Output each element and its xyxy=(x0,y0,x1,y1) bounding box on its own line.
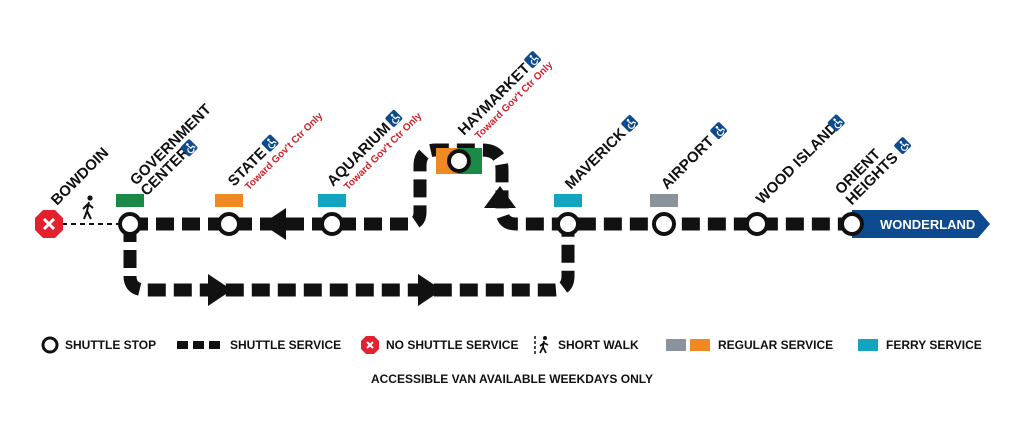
swatch-orange-icon xyxy=(690,339,710,351)
label-government-center: GOVERNMENT CENTER xyxy=(127,101,215,200)
airport-service-bar xyxy=(650,194,678,207)
legend-label: FERRY SERVICE xyxy=(886,338,982,352)
station-name: WOOD ISLAND xyxy=(753,119,842,208)
legend-label: NO SHUTTLE SERVICE xyxy=(386,338,519,352)
stop-government-center xyxy=(118,212,142,236)
label-bowdoin: BOWDOIN xyxy=(48,144,112,208)
station-name: BOWDOIN xyxy=(48,144,112,208)
accessible-icon xyxy=(619,113,640,134)
walk-icon xyxy=(82,195,94,220)
label-wood-island: WOOD ISLAND xyxy=(753,113,847,208)
label-orient-heights: ORIENT HEIGHTS xyxy=(832,135,913,209)
accessible-icon xyxy=(708,120,729,141)
swatch-teal-icon xyxy=(858,339,878,351)
station-name: MAVERICK xyxy=(562,125,630,193)
arrow-right-icon xyxy=(208,274,232,306)
legend-label: SHORT WALK xyxy=(558,338,639,352)
label-airport: AIRPORT xyxy=(658,120,729,193)
wonderland-label: WONDERLAND xyxy=(880,217,975,232)
maverick-service-bar xyxy=(554,194,582,207)
stop-aquarium xyxy=(320,212,344,236)
accessible-icon xyxy=(892,135,913,156)
arrow-up-icon xyxy=(484,186,516,208)
stop-orient-heights xyxy=(840,212,864,236)
stop-haymarket xyxy=(447,149,471,173)
legend-label: SHUTTLE SERVICE xyxy=(230,338,342,352)
swatch-gray-icon xyxy=(666,339,686,351)
route-return-segment xyxy=(123,224,575,297)
label-haymarket: HAYMARKET Toward Gov't Ctr Only xyxy=(455,49,556,142)
stop-state xyxy=(217,212,241,236)
legend-short-walk: SHORT WALK xyxy=(532,330,639,360)
dashed-line-icon xyxy=(177,341,223,349)
gov-center-service-bar xyxy=(116,194,144,207)
label-state: STATE Toward Gov't Ctr Only xyxy=(225,110,326,192)
arrow-right-icon xyxy=(418,274,442,306)
bowdoin-no-service-icon xyxy=(35,210,63,238)
legend-no-shuttle-service: NO SHUTTLE SERVICE xyxy=(360,330,518,360)
aquarium-service-bar xyxy=(318,194,346,207)
label-maverick: MAVERICK xyxy=(562,113,640,193)
accessible-icon xyxy=(260,133,280,154)
legend-regular-service: REGULAR SERVICE xyxy=(666,330,833,360)
stop-wood-island xyxy=(745,212,769,236)
station-labels: BOWDOIN GOVERNMENT CENTER STATE Toward G… xyxy=(48,49,913,209)
legend-ferry-service: FERRY SERVICE xyxy=(858,330,982,360)
label-aquarium: AQUARIUM Toward Gov't Ctr Only xyxy=(324,108,425,193)
state-service-bar xyxy=(215,194,243,207)
stop-maverick xyxy=(556,212,580,236)
stop-airport xyxy=(652,212,676,236)
circle-icon xyxy=(41,336,59,354)
walk-icon xyxy=(534,336,549,354)
direction-arrows xyxy=(208,186,516,306)
wonderland-terminus: WONDERLAND xyxy=(852,210,990,238)
legend-label: REGULAR SERVICE xyxy=(718,338,834,352)
no-service-icon xyxy=(361,336,379,354)
station-name: AIRPORT xyxy=(658,133,718,193)
legend-shuttle-service: SHUTTLE SERVICE xyxy=(176,330,341,360)
arrow-left-icon xyxy=(262,208,286,240)
legend-shuttle-stop: SHUTTLE STOP xyxy=(40,330,156,360)
legend-label: SHUTTLE STOP xyxy=(65,338,157,352)
footnote: ACCESSIBLE VAN AVAILABLE WEEKDAYS ONLY xyxy=(370,372,654,386)
legend: SHUTTLE STOP SHUTTLE SERVICE NO SHUTTLE … xyxy=(0,330,1024,360)
stops xyxy=(118,149,864,236)
